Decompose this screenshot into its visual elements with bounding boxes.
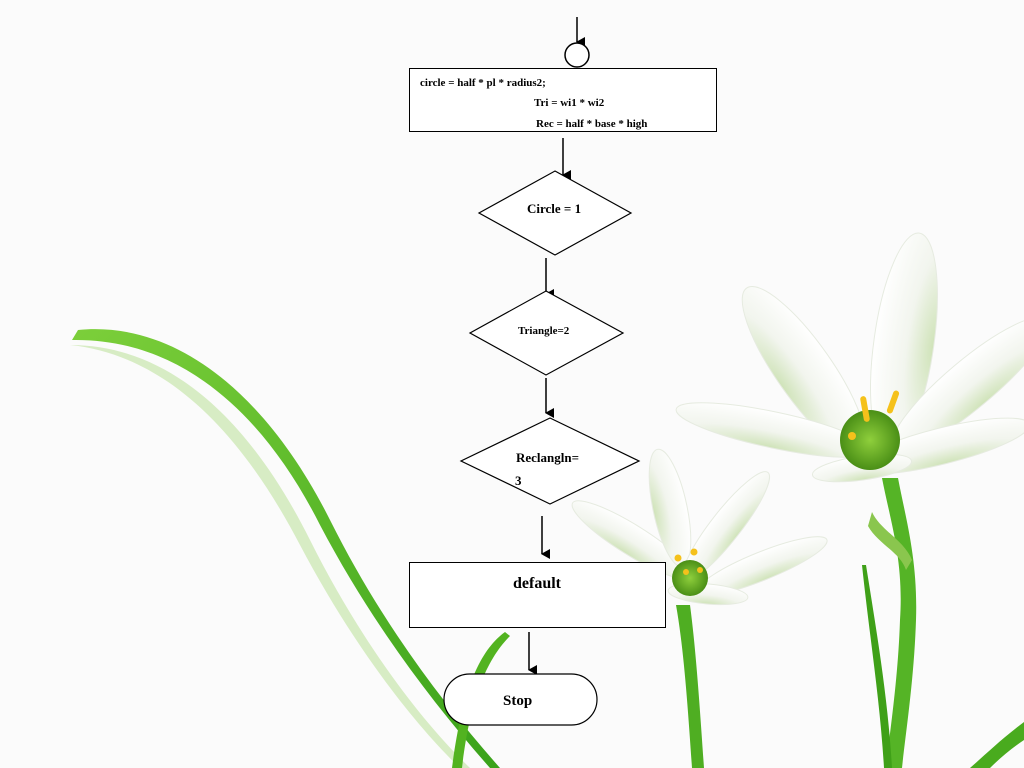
stamen xyxy=(886,390,900,414)
grass-blade-right xyxy=(970,722,1024,768)
default-process-box: default xyxy=(409,562,666,628)
decision-rectangle-label-line2: 3 xyxy=(515,473,522,488)
decision-circle-shape xyxy=(477,170,633,256)
connector-circle xyxy=(564,42,590,68)
leaf-right xyxy=(862,565,892,768)
stamen xyxy=(860,396,870,422)
small-flower xyxy=(571,448,828,606)
stop-label: Stop xyxy=(503,693,533,709)
flower-center xyxy=(840,410,900,470)
stamen xyxy=(697,567,703,573)
stamen xyxy=(674,554,682,562)
assign-line-rec: Rec = half * base * high xyxy=(536,118,648,130)
grass-blade-long xyxy=(72,329,500,768)
stop-terminal-shape xyxy=(443,673,598,726)
big-flower xyxy=(675,232,1024,483)
assign-line-tri: Tri = wi1 * wi2 xyxy=(534,97,605,109)
stamen xyxy=(690,548,698,556)
assign-line-circle: circle = half * pl * radius2; xyxy=(420,77,546,89)
assignment-process-box: circle = half * pl * radius2; Tri = wi1 … xyxy=(409,68,717,132)
decision-circle-label: Circle = 1 xyxy=(527,201,582,216)
grass-blade-shadow xyxy=(70,345,470,768)
stamen xyxy=(848,432,856,440)
big-flower-stem xyxy=(882,478,917,768)
decision-triangle-shape xyxy=(468,290,625,376)
small-flower-stem xyxy=(676,605,704,768)
stem-sheath xyxy=(868,512,912,570)
decision-rectangle-shape xyxy=(459,417,641,505)
decision-rectangle-label-line1: Reclangln= xyxy=(516,450,580,465)
decision-triangle-label: Triangle=2 xyxy=(518,325,570,337)
stamen xyxy=(683,569,689,575)
grass-blade-short xyxy=(452,632,510,768)
default-label: default xyxy=(513,575,561,592)
